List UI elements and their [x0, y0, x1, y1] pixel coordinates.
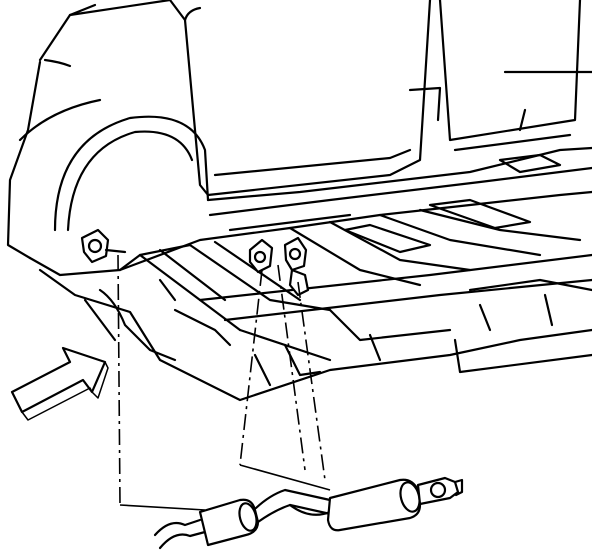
front-direction-arrow-icon: [10, 346, 109, 421]
center-hanger-bracket-left: [248, 238, 274, 274]
exhaust-system: [153, 476, 464, 550]
leader-lines: [117, 254, 331, 511]
rear-hanger-bracket: [80, 228, 127, 264]
vehicle-body: [6, 0, 592, 260]
center-hanger-bracket-right: [283, 236, 310, 297]
underbody-floor-pan: [28, 153, 592, 402]
